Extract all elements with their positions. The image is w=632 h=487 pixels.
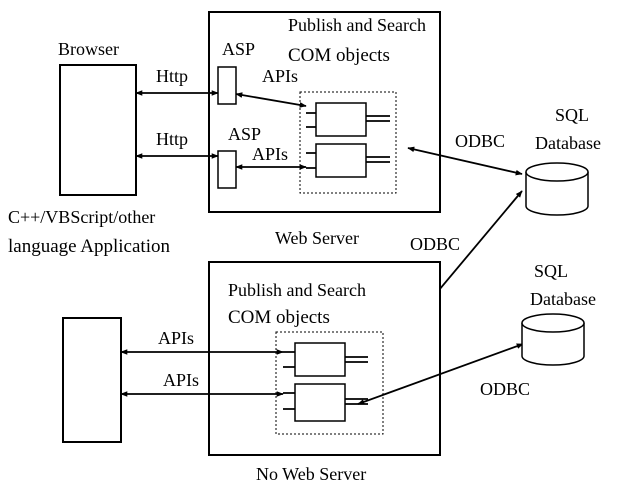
odbc-label-top: ODBC xyxy=(455,131,505,151)
com-object-4-pins xyxy=(283,392,368,410)
web-server-label: Web Server xyxy=(275,228,359,248)
apis-label-mid: APIs xyxy=(252,144,288,164)
asp-box-bottom xyxy=(217,150,237,189)
com-object-4 xyxy=(294,383,346,422)
apis-label-app-bottom: APIs xyxy=(163,370,199,390)
odbc-arrow-top xyxy=(407,146,523,176)
sql-label-bottom-line1: SQL xyxy=(534,261,568,281)
http-label-top: Http xyxy=(156,66,188,86)
publish-search-top-line1: Publish and Search xyxy=(288,15,426,35)
application-box xyxy=(62,317,122,443)
odbc-arrow-bottom xyxy=(357,343,524,405)
application-label-line1: C++/VBScript/other xyxy=(8,207,155,227)
application-label-line2: language Application xyxy=(8,236,170,257)
sql-label-bottom-line2: Database xyxy=(530,289,596,309)
asp-label-bottom: ASP xyxy=(228,124,261,144)
com-object-1-pins xyxy=(306,112,390,128)
com-object-2 xyxy=(315,143,367,178)
asp-box-top xyxy=(217,66,237,105)
com-object-1 xyxy=(315,102,367,137)
no-web-server-label: No Web Server xyxy=(256,464,366,484)
asp-label-top: ASP xyxy=(222,39,255,59)
com-object-3-pins xyxy=(283,351,368,368)
com-objects-container-top xyxy=(299,91,397,194)
apis-label-app-top: APIs xyxy=(158,328,194,348)
http-label-bottom: Http xyxy=(156,129,188,149)
odbc-label-bottom: ODBC xyxy=(480,379,530,399)
sql-label-top-line2: Database xyxy=(535,133,601,153)
odbc-label-mid: ODBC xyxy=(410,234,460,254)
database-icon-bottom xyxy=(521,313,585,366)
apis-arrow-top xyxy=(235,92,307,108)
publish-search-bottom-line2: COM objects xyxy=(228,307,330,328)
browser-box xyxy=(59,64,137,196)
sql-label-top-line1: SQL xyxy=(555,105,589,125)
publish-search-bottom-line1: Publish and Search xyxy=(228,280,366,300)
publish-search-top-line2: COM objects xyxy=(288,45,390,66)
browser-label: Browser xyxy=(58,39,119,59)
apis-label-top: APIs xyxy=(262,66,298,86)
com-object-3 xyxy=(294,342,346,377)
database-icon-top xyxy=(525,162,589,216)
com-object-2-pins xyxy=(306,152,390,169)
